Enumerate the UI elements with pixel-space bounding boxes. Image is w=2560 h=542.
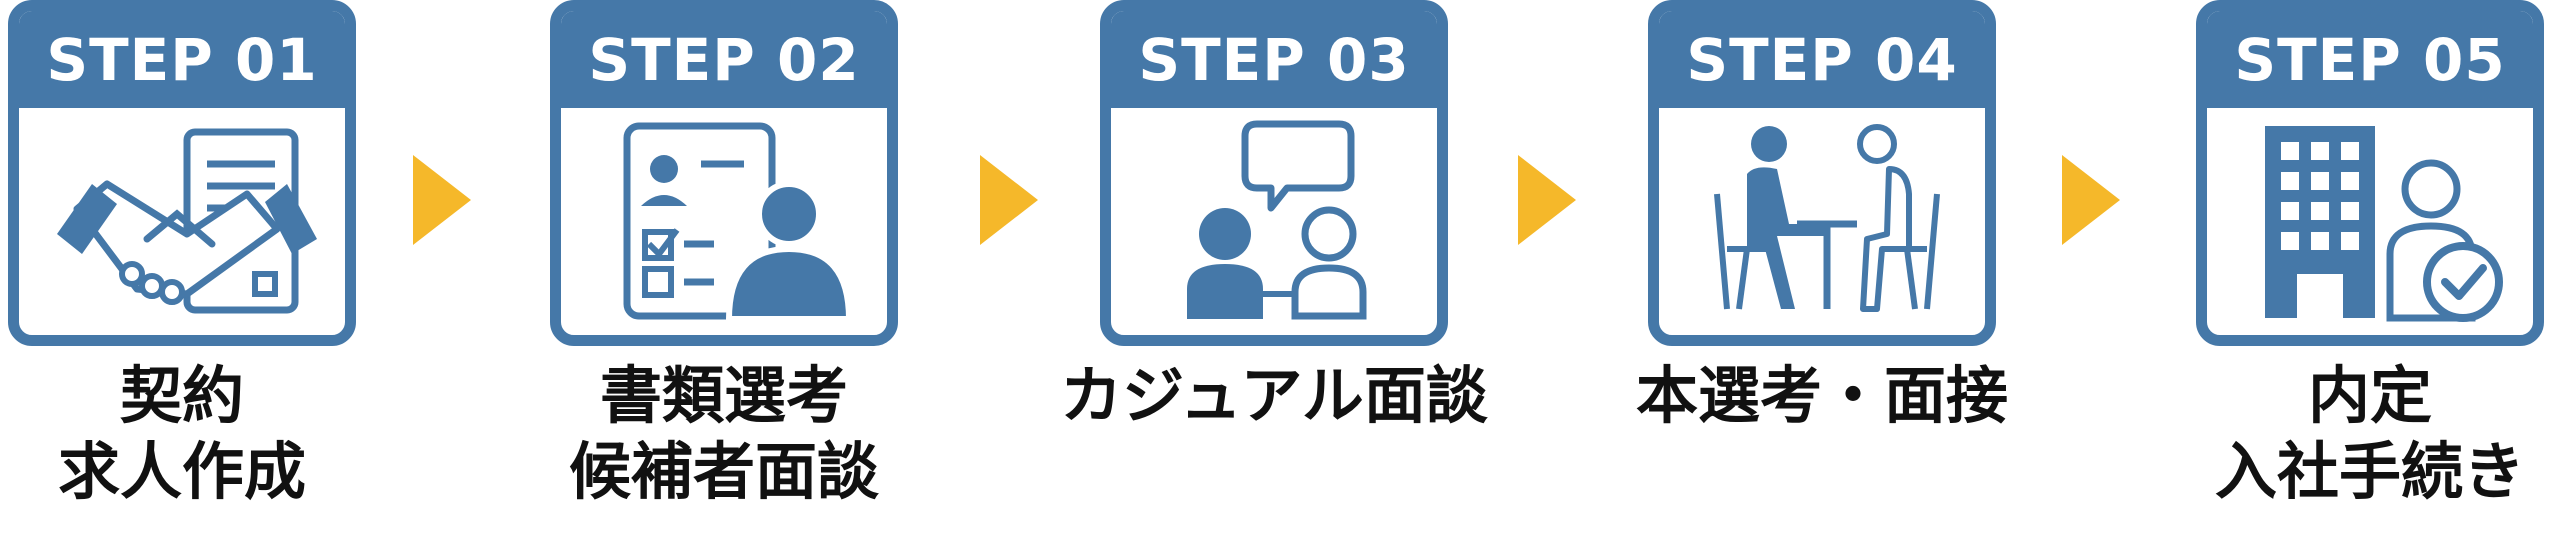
caption-line: カジュアル面談 [1060,359,1488,432]
arrow-right-icon [413,155,471,245]
handshake-contract-icon [57,128,317,314]
step-title: STEP 04 [1659,11,1985,108]
step-card: STEP 01 [8,0,356,346]
interview-table-icon [1714,124,1940,312]
step-02: STEP 02 書類選考 候補者面談 [550,0,898,542]
step-card: STEP 03 [1100,0,1448,346]
step-03: STEP 03 カジュアル面談 [1060,0,1488,542]
arrow-right-icon [2062,155,2120,245]
caption-line: 候補者面談 [568,435,879,508]
step-caption: 内定 入社手続き [2156,358,2560,510]
arrow-right-icon [1518,155,1576,245]
office-offer-icon [2265,126,2503,322]
caption-line: 内定 [2307,359,2432,432]
step-card: STEP 04 [1648,0,1996,346]
step-title: STEP 03 [1111,11,1437,108]
step-title: STEP 02 [561,11,887,108]
step-card: STEP 02 [550,0,898,346]
step-05: STEP 05 内定 入社手続き [2196,0,2544,542]
step-caption: 書類選考 候補者面談 [510,358,938,510]
step-title: STEP 05 [2207,11,2533,108]
step-card: STEP 05 [2196,0,2544,346]
resume-screening-icon [623,122,853,322]
step-01: STEP 01 契約 求人作成 [8,0,356,542]
step-04: STEP 04 本選考・面接 [1636,0,2008,542]
step-title: STEP 01 [19,11,345,108]
casual-chat-icon [1187,120,1367,320]
step-caption: 契約 求人作成 [0,358,396,510]
step-caption: カジュアル面談 [1060,358,1488,434]
step-caption: 本選考・面接 [1608,358,2036,434]
caption-line: 求人作成 [57,435,306,508]
arrow-right-icon [980,155,1038,245]
caption-line: 本選考・面接 [1635,359,2008,432]
caption-line: 契約 [119,359,244,432]
caption-line: 書類選考 [599,359,848,432]
caption-line: 入社手続き [2214,435,2525,508]
